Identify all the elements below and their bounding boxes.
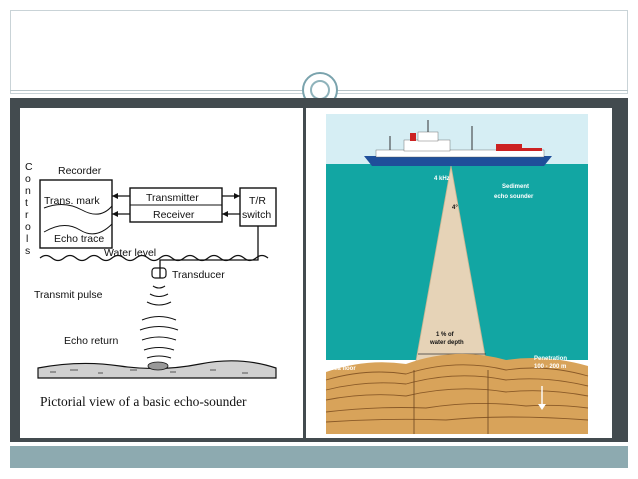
penetration-label: Penetration — [534, 356, 567, 362]
sediment-figure-svg: 4 kHz Sediment echo sounder 4° 1 % of wa… — [325, 114, 589, 434]
recorder-label: Recorder — [58, 165, 102, 177]
sediment-reflectors — [325, 364, 589, 423]
controls-letter: t — [25, 197, 28, 209]
controls-letter: o — [25, 221, 31, 233]
ornament-inner-ring — [310, 80, 330, 100]
diagram-caption: Pictorial view of a basic echo-sounder — [40, 394, 247, 409]
echo-return-waves — [139, 315, 179, 359]
controls-letter: C — [25, 161, 33, 173]
research-ship-icon — [364, 120, 552, 166]
echo-return-label: Echo return — [64, 335, 118, 347]
transducer-cable — [159, 226, 259, 278]
sediment-echo-sounder-figure: 4 kHz Sediment echo sounder 4° 1 % of wa… — [306, 108, 612, 438]
tr-switch-label: switch — [242, 209, 271, 221]
penetration-label: 100 - 200 m — [534, 364, 566, 370]
transducer-icon — [151, 267, 167, 279]
figure-title-line1: Sediment — [502, 184, 529, 190]
transmit-pulse-waves — [146, 285, 172, 306]
controls-letter: l — [26, 233, 28, 245]
tr-switch-label: T/R — [249, 195, 266, 207]
controls-letter: r — [25, 209, 29, 221]
penetration-arrow-icon — [538, 404, 546, 410]
water-level-label: Water level — [104, 247, 156, 259]
transmit-pulse-label: Transmit pulse — [34, 289, 103, 301]
controls-letter: n — [25, 185, 31, 197]
transducer-label: Transducer — [172, 269, 225, 281]
receiver-label: Receiver — [153, 209, 195, 221]
arrow-icon — [112, 193, 118, 199]
depth-fraction-label: 1 % of — [436, 332, 455, 338]
echo-sounder-svg: C o n t r o l s Recorder Trans. mark Ech… — [25, 161, 277, 409]
controls-letter: o — [25, 173, 31, 185]
arrow-icon — [234, 193, 240, 199]
echo-trace-label: Echo trace — [54, 233, 104, 245]
target-icon — [147, 361, 169, 371]
trace-line — [43, 223, 113, 235]
controls-label: C o n t r o l s — [25, 161, 33, 257]
echo-sounder-diagram: C o n t r o l s Recorder Trans. mark Ech… — [20, 108, 303, 438]
transmitter-label: Transmitter — [146, 192, 199, 204]
arrow-icon — [112, 211, 118, 217]
depth-fraction-label: water depth — [429, 340, 464, 346]
arrow-icon — [222, 211, 228, 217]
figure-title-line2: echo sounder — [494, 194, 534, 200]
frequency-label: 4 kHz — [434, 176, 450, 182]
trans-mark-label: Trans. mark — [44, 195, 100, 207]
sediment-layers — [326, 353, 588, 434]
controls-letter: s — [25, 245, 30, 257]
water-surface — [39, 254, 269, 262]
trace-line — [43, 204, 113, 215]
sea-floor-label: Sea floor — [330, 366, 356, 372]
bottom-bar — [10, 446, 628, 468]
beam-angle-label: 4° — [452, 205, 458, 211]
